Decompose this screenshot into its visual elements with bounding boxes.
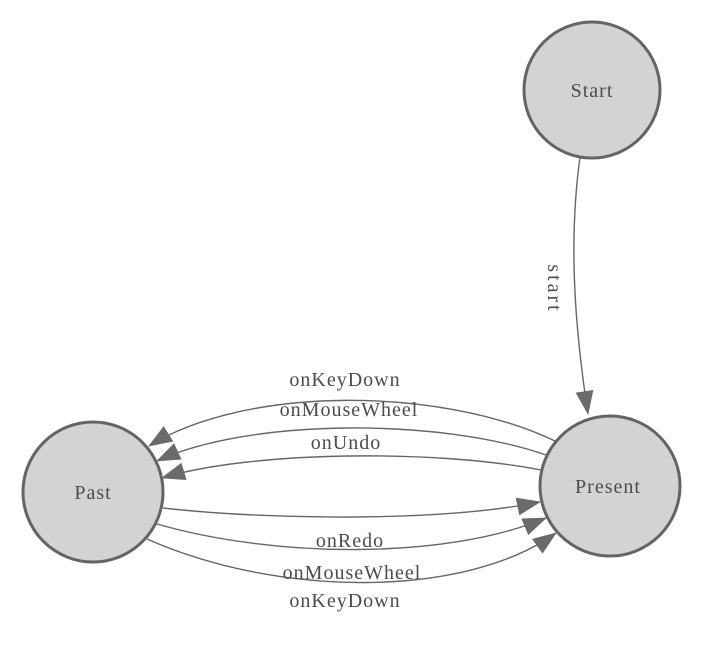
edge-start-to-present [573,156,594,415]
edge-label-onkeydown-top: onKeyDown [289,369,400,391]
edge-present-to-past-onundo [161,455,542,481]
edge-past-to-present-onkeydown [146,532,557,584]
edge-label-onkeydown-bottom: onKeyDown [289,590,400,612]
edge-present-to-past-onkeydown [148,399,556,447]
node-label-present: Present [575,476,641,498]
edge-label-start: start [543,264,565,313]
edge-past-to-present-onmousewheel [156,517,547,551]
edge-label-onmousewheel-bottom: onMouseWheel [283,562,422,584]
edge-present-to-past-onmousewheel [156,427,547,462]
node-past [21,420,165,564]
edge-label-onundo: onUndo [311,432,381,454]
node-present [538,414,682,558]
node-label-past: Past [74,482,111,504]
edge-label-onmousewheel-top: onMouseWheel [280,399,419,421]
edge-label-onredo: onRedo [316,530,384,552]
node-label-start: Start [571,80,614,102]
node-start [522,20,662,160]
edge-past-to-present-onredo [162,497,541,518]
